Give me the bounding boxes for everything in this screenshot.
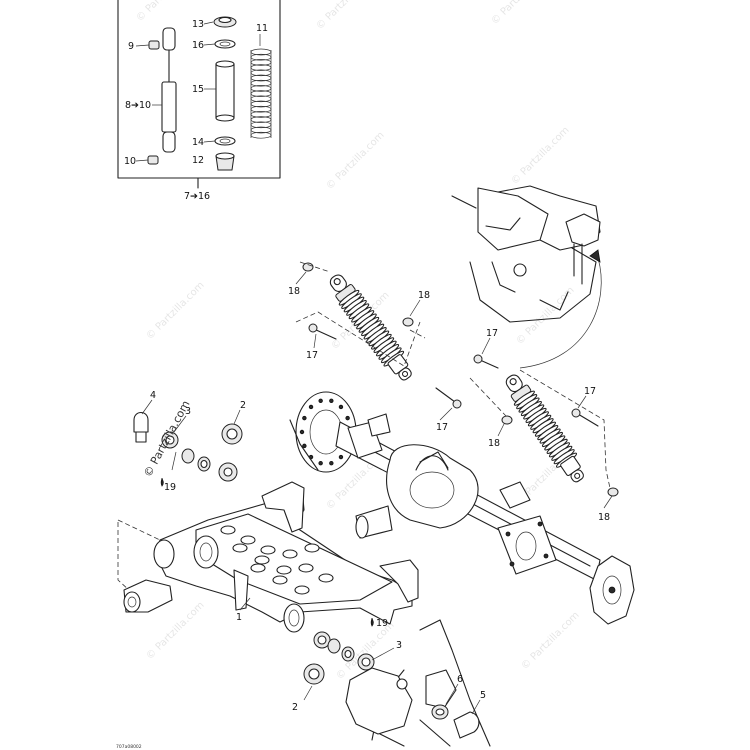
label-13: 13: [192, 19, 204, 30]
label-17-a: 17: [306, 350, 318, 361]
label-18-a: 18: [288, 286, 300, 297]
label-2-upper: 2: [240, 400, 246, 411]
watermark-dark: © Partzilla.com: [141, 398, 192, 479]
bolt-17-c: [473, 354, 499, 369]
label-3-lower: 3: [396, 640, 402, 651]
watermark-3: © Partzilla.com: [489, 0, 551, 27]
watermark-5: © Partzilla.com: [509, 125, 571, 187]
label-17-c: 17: [486, 328, 498, 339]
pivot-hardware-left: [133, 411, 243, 487]
label-3-upper: 3: [185, 406, 191, 417]
leader-lines: [141, 271, 613, 715]
nut-18-b: [402, 317, 414, 327]
drawing-code: 707a08002: [116, 744, 142, 750]
label-8-10: 8➔10: [125, 100, 151, 111]
label-14: 14: [192, 137, 204, 148]
shock-absorber-right: [505, 374, 584, 483]
label-7-16: 7➔16: [184, 191, 210, 202]
upper-shock-mount: [565, 213, 601, 247]
label-18-b: 18: [418, 290, 430, 301]
label-15: 15: [192, 84, 204, 95]
bolt-17-b: [435, 387, 462, 409]
label-1: 1: [236, 612, 242, 623]
label-17-d: 17: [584, 386, 596, 397]
label-19-lower: 19: [376, 618, 388, 629]
grease-drop-icon-2: [370, 617, 374, 627]
label-18-d: 18: [598, 512, 610, 523]
pivot-hardware-right: [303, 617, 375, 685]
label-18-c: 18: [488, 438, 500, 449]
callouts: 4 3 2 19 1 19 3 2 6 5 18 18 17 17 17 17 …: [150, 286, 610, 713]
axle-hub-right: [497, 515, 557, 575]
bushing-9: [148, 40, 160, 50]
label-10: 10: [124, 156, 136, 167]
label-19-upper: 19: [164, 482, 176, 493]
mount-arrow-curve: [519, 257, 602, 369]
washer-16: [214, 39, 236, 49]
nut-18-c: [501, 415, 513, 425]
swing-arm-1: [123, 481, 419, 633]
watermark-1: © Partzilla.com: [134, 0, 196, 24]
label-2-lower: 2: [292, 702, 298, 713]
label-11: 11: [256, 23, 268, 34]
watermark-13: © Partzilla.com: [519, 610, 581, 672]
watermark-2: © Partzilla.com: [314, 0, 376, 32]
watermark-4: © Partzilla.com: [324, 130, 386, 192]
retainer-12: [215, 152, 235, 171]
vehicle-frame: [451, 185, 602, 369]
bolt-17-d: [571, 408, 599, 427]
differential-housing: [386, 444, 479, 529]
label-16: 16: [192, 40, 204, 51]
bolt-17-a: [308, 323, 337, 340]
label-9: 9: [128, 41, 134, 52]
label-4: 4: [150, 390, 156, 401]
sleeve-15: [215, 60, 235, 122]
label-12: 12: [192, 155, 204, 166]
bushing-10: [147, 155, 159, 165]
washer-14: [214, 136, 236, 146]
nut-18-d: [607, 487, 619, 497]
spring-11: [250, 48, 272, 139]
inset-border: [117, 0, 281, 179]
label-17-b: 17: [436, 422, 448, 433]
label-5: 5: [480, 690, 486, 701]
shock-absorber-body: [161, 27, 177, 153]
grease-drop-icon: [160, 477, 164, 487]
nut-18-a: [302, 262, 314, 272]
label-6: 6: [457, 674, 463, 685]
watermark-6: © Partzilla.com: [144, 280, 206, 342]
shock-absorber-left: [329, 274, 412, 381]
assembly-dashes: [117, 261, 611, 601]
shock-inset: 13 16 15 14 12 11 9 8➔10 10 7➔16: [117, 0, 281, 202]
rear-axle-assembly: [289, 391, 635, 625]
hardware: [302, 262, 619, 497]
frame-bracket-lower: [345, 619, 491, 747]
